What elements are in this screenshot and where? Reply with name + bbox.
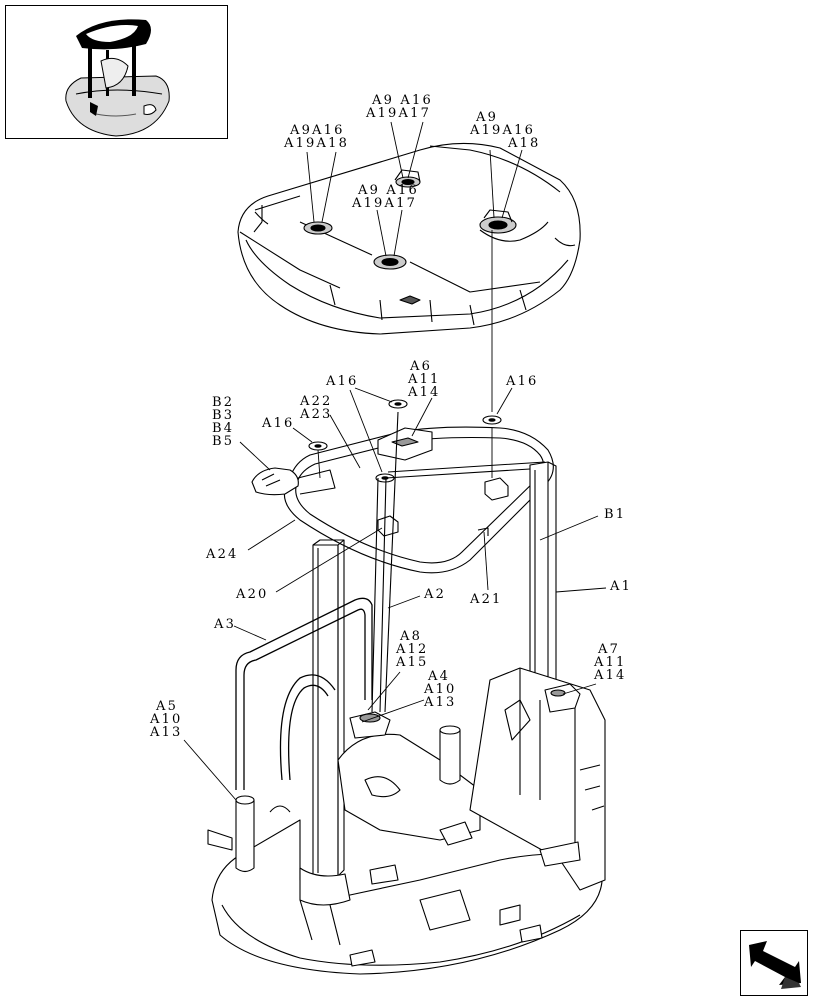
label-a21: A21 — [469, 592, 503, 607]
label-a1: A1 — [609, 579, 632, 594]
canopy-frame — [235, 411, 557, 877]
label-a24: A24 — [205, 547, 239, 562]
base-chassis — [207, 667, 606, 975]
label-b1: B1 — [604, 507, 626, 522]
machine-thumbnail-icon — [65, 19, 170, 137]
label-a2: A2 — [423, 587, 446, 602]
next-page-button[interactable] — [740, 930, 808, 996]
overview-thumbnail — [5, 5, 228, 139]
next-page-arrow-icon — [749, 939, 801, 989]
label-a16-left: A16 — [261, 416, 295, 431]
leader-lines — [183, 121, 607, 801]
roof-panel — [237, 142, 581, 335]
label-a3: A3 — [213, 617, 236, 632]
label-a20: A20 — [235, 587, 269, 602]
washers — [308, 399, 502, 483]
label-a16-right: A16 — [505, 374, 539, 389]
label-a16-upper: A16 — [325, 374, 359, 389]
